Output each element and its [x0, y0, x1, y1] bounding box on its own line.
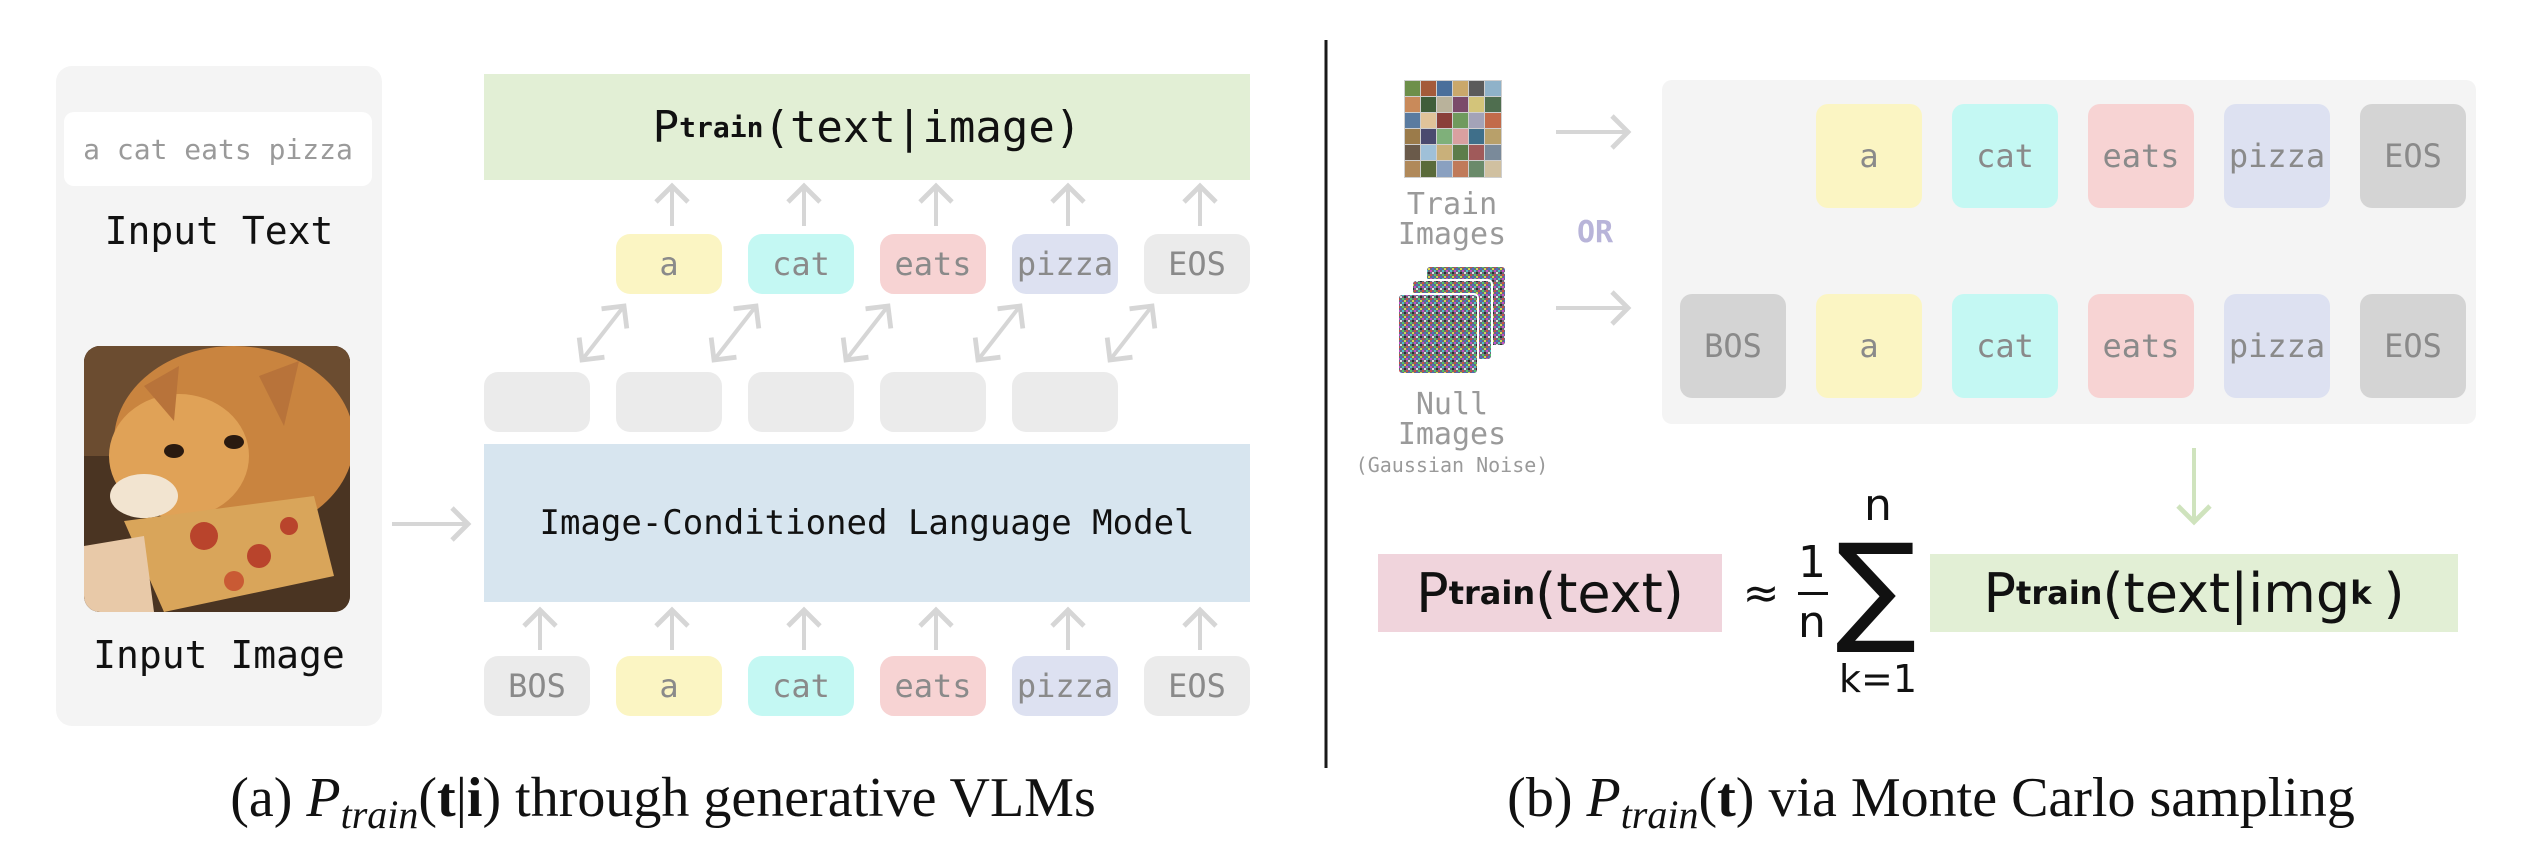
- bottom-token-eos: EOS: [2360, 294, 2466, 398]
- top-token-cat: cat: [1952, 104, 2058, 208]
- caption-a-open: (: [418, 767, 438, 829]
- hidden-state-5: [1012, 372, 1118, 432]
- output-token-eos: EOS: [1144, 234, 1250, 294]
- output-token-cat: cat: [748, 234, 854, 294]
- hidden-state-4: [880, 372, 986, 432]
- caption-b-suffix: via Monte Carlo sampling: [1754, 767, 2355, 829]
- caption-a-prefix: (a): [230, 767, 307, 829]
- eq-sum-lower: k=1: [1838, 657, 1918, 701]
- bottom-token-pizza: pizza: [2224, 294, 2330, 398]
- eq-rhs-sub: train: [2016, 574, 2103, 612]
- caption-b-prefix: (b): [1507, 767, 1587, 829]
- input-token-bos: BOS: [484, 656, 590, 716]
- eq-lhs-sub: train: [1448, 574, 1536, 612]
- input-token-cat: cat: [748, 656, 854, 716]
- prob-sub: train: [679, 110, 764, 144]
- prob-P: P: [652, 101, 680, 153]
- output-token-pizza: pizza: [1012, 234, 1118, 294]
- train-images-grid-image: [1404, 80, 1502, 178]
- input-text-box: a cat eats pizza: [64, 112, 372, 186]
- caption-b-open: (: [1698, 767, 1718, 829]
- eq-approx: ≈: [1742, 567, 1780, 619]
- bottom-token-bos: BOS: [1680, 294, 1786, 398]
- train-images-label-2: Images: [1397, 216, 1507, 252]
- model-label: Image-Conditioned Language Model: [539, 503, 1195, 543]
- eq-rhs-close: ): [2383, 561, 2405, 625]
- top-token-eos: EOS: [2360, 104, 2466, 208]
- input-token-eats: eats: [880, 656, 986, 716]
- hidden-state-3: [748, 372, 854, 432]
- or-label: OR: [1576, 214, 1614, 250]
- null-images-sublabel: (Gaussian Noise): [1355, 453, 1549, 477]
- eq-lhs-P: P: [1416, 561, 1449, 625]
- input-text-value: a cat eats pizza: [83, 132, 353, 166]
- eq-frac-bar: [1798, 592, 1828, 595]
- caption-a-bar: |: [455, 767, 467, 829]
- caption-a-P: P: [306, 767, 341, 829]
- bottom-token-a: a: [1816, 294, 1922, 398]
- caption-b-sub: train: [1620, 792, 1699, 838]
- prob-arg: (text|image): [763, 101, 1082, 153]
- caption-a-t: t: [437, 767, 456, 829]
- null-noise-images-stack: [1398, 266, 1510, 378]
- caption-b-close: ): [1735, 767, 1755, 829]
- caption-a-close: ): [482, 767, 502, 829]
- top-token-a: a: [1816, 104, 1922, 208]
- input-text-label: Input Text: [104, 209, 334, 253]
- eq-rhs-index: k: [2350, 574, 2372, 612]
- caption-a-i: i: [466, 767, 483, 829]
- input-token-pizza: pizza: [1012, 656, 1118, 716]
- null-images-label-1: Null: [1415, 386, 1489, 422]
- caption-a-suffix: through generative VLMs: [501, 767, 1096, 829]
- bottom-token-eats: eats: [2088, 294, 2194, 398]
- caption-b-P: P: [1586, 767, 1621, 829]
- hidden-state-1: [484, 372, 590, 432]
- eq-rhs-arg: (text|img: [2102, 561, 2351, 625]
- caption-a: (a) Ptrain(t|i) through generative VLMs: [0, 762, 1326, 838]
- input-token-eos: EOS: [1144, 656, 1250, 716]
- top-token-pizza: pizza: [2224, 104, 2330, 208]
- input-image-label: Input Image: [93, 633, 345, 677]
- eq-frac-den: n: [1798, 596, 1826, 648]
- caption-b-t: t: [1717, 767, 1736, 829]
- eq-sum-symbol: ∑: [1835, 519, 1917, 658]
- eq-lhs-arg: (text): [1535, 561, 1684, 625]
- output-token-a: a: [616, 234, 722, 294]
- language-model-box: Image-Conditioned Language Model: [484, 444, 1250, 602]
- top-token-eats: eats: [2088, 104, 2194, 208]
- input-token-a: a: [616, 656, 722, 716]
- output-token-eats: eats: [880, 234, 986, 294]
- eq-frac-num: 1: [1798, 536, 1826, 588]
- hidden-state-2: [616, 372, 722, 432]
- eq-sum-upper: n: [1864, 479, 1892, 531]
- bottom-token-cat: cat: [1952, 294, 2058, 398]
- eq-rhs-P: P: [1983, 561, 2017, 625]
- caption-b: (b) Ptrain(t) via Monte Carlo sampling: [1330, 762, 2532, 838]
- caption-a-sub: train: [340, 792, 419, 838]
- cat-photo-image: [84, 346, 350, 612]
- train-images-label-1: Train: [1406, 186, 1498, 222]
- token-sequence-panel: [1662, 80, 2476, 424]
- null-images-label-2: Images: [1397, 416, 1507, 452]
